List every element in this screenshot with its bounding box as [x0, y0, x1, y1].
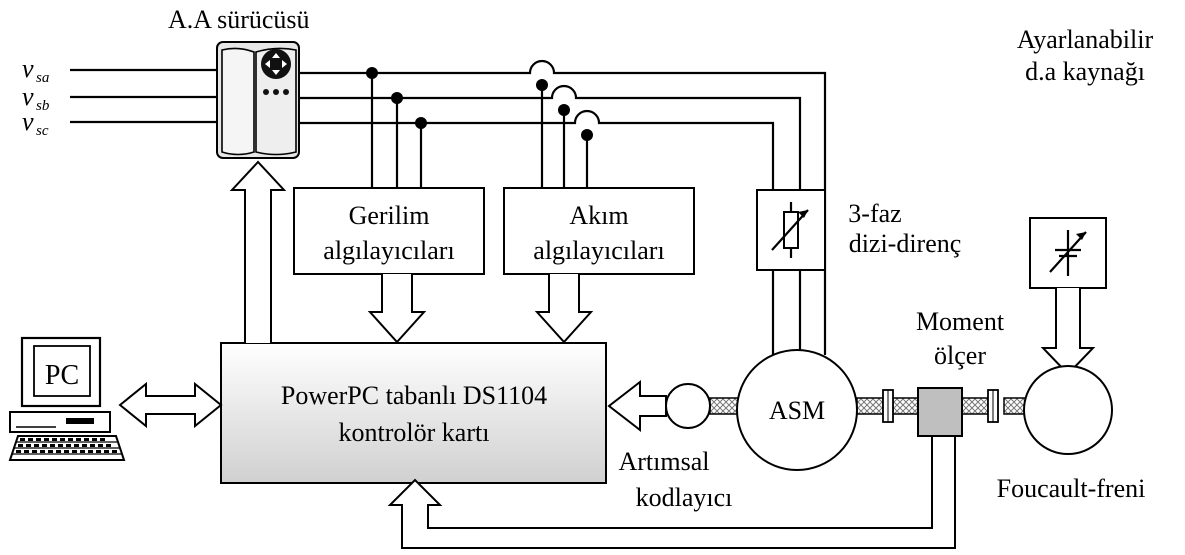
input-va-var: v	[22, 54, 34, 83]
arrow-controller-to-drive	[229, 160, 287, 343]
current-sensors-box: Akım algılayıcıları	[503, 187, 695, 275]
arrow-encoder-to-controller	[607, 379, 667, 433]
arrow-pc-controller	[118, 381, 223, 429]
current-sensors-label-1: Akım	[569, 201, 628, 230]
junction-dot	[536, 79, 548, 91]
junction-dot	[391, 92, 403, 104]
arrow-torque-feedback	[387, 435, 956, 549]
input-vc-sub: sc	[36, 123, 49, 139]
input-vc-var: v	[22, 107, 34, 136]
phase-lines	[299, 59, 827, 355]
dc-source-label-2: d.a kaynağı	[1025, 57, 1145, 86]
voltage-sensors-box: Gerilim algılayıcıları	[293, 187, 485, 275]
current-sensors-label-2: algılayıcıları	[533, 236, 664, 265]
encoder-label-2: kodlayıcı	[636, 483, 733, 512]
eddy-current-brake	[1023, 365, 1113, 455]
input-voltage-labels: v sa v sb v sc	[22, 54, 50, 139]
motor-label: ASM	[769, 396, 825, 425]
controller-label-2: kontrolör kartı	[339, 418, 490, 447]
torque-sensor	[917, 387, 963, 437]
arrow-dcsource-to-brake	[1040, 288, 1096, 376]
controller-label-1: PowerPC tabanlı DS1104	[281, 381, 547, 410]
pc-computer: PC	[8, 336, 126, 461]
ac-drive	[216, 41, 300, 159]
input-vb-sub: sb	[36, 98, 50, 114]
brake-label: Foucault-freni	[997, 474, 1146, 503]
voltage-sensors-label-1: Gerilim	[349, 201, 430, 230]
drive-keypad	[261, 49, 291, 79]
junction-dot	[581, 129, 593, 141]
induction-motor: ASM	[736, 349, 858, 471]
input-vb-var: v	[22, 82, 34, 111]
arrow-voltage-sensors-to-controller	[367, 274, 427, 344]
voltage-sensors-label-2: algılayıcıları	[323, 236, 454, 265]
resistor-label-1: 3-faz	[848, 199, 901, 228]
input-va-sub: sa	[36, 70, 49, 86]
pc-label: PC	[45, 360, 79, 391]
dc-source	[1029, 217, 1107, 289]
torque-label-1: Moment	[916, 307, 1005, 336]
coupling	[987, 389, 999, 423]
encoder-label-1: Artımsal	[619, 447, 710, 476]
series-resistor	[756, 189, 826, 271]
coupling	[882, 389, 894, 423]
junction-dot	[415, 117, 427, 129]
input-lines	[70, 68, 222, 124]
torque-label-2: ölçer	[934, 341, 986, 370]
incremental-encoder	[665, 383, 711, 429]
resistor-label-2: dizi-direnç	[849, 229, 962, 258]
drive-label: A.A sürücüsü	[168, 5, 310, 34]
junction-dot	[366, 67, 378, 79]
dc-source-label-1: Ayarlanabilir	[1017, 25, 1154, 54]
controller-card: PowerPC tabanlı DS1104 kontrolör kartı	[220, 342, 607, 484]
arrow-current-sensors-to-controller	[534, 274, 594, 344]
junction-dot	[558, 104, 570, 116]
